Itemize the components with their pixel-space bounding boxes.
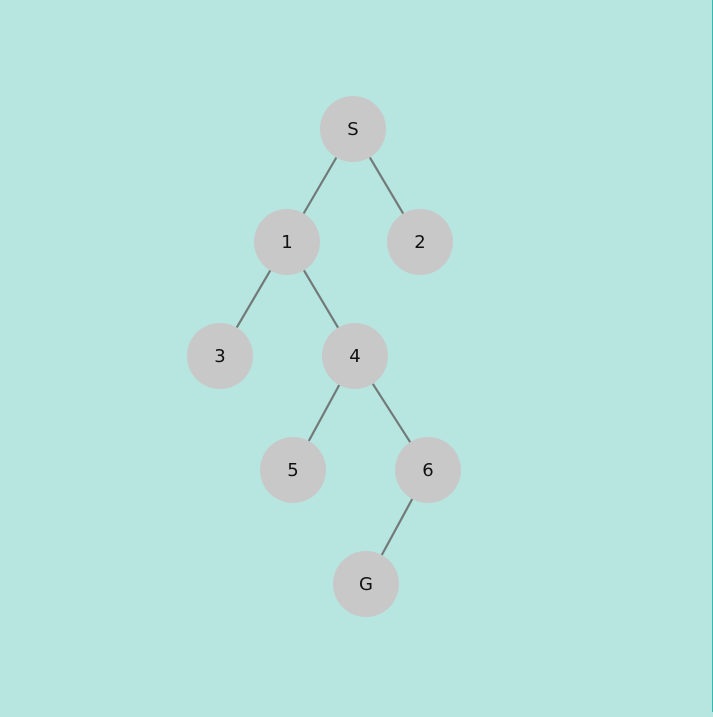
edge-1-3: [235, 269, 272, 329]
node-5: 5: [260, 437, 326, 503]
node-S: S: [320, 96, 386, 162]
node-label-1: 1: [281, 232, 292, 253]
node-label-4: 4: [349, 346, 360, 367]
node-1: 1: [254, 209, 320, 275]
node-4: 4: [322, 323, 388, 389]
node-circle-1: [254, 209, 320, 275]
edges-layer: [235, 156, 414, 556]
nodes-layer: S 1 2 3 4 5 6G: [187, 96, 461, 617]
node-label-S: S: [347, 119, 358, 140]
node-6: 6: [395, 437, 461, 503]
node-circle-3: [187, 323, 253, 389]
edge-4-5: [307, 384, 341, 442]
edge-4-6: [371, 383, 412, 443]
node-circle-2: [387, 209, 453, 275]
edge-1-4: [302, 269, 340, 329]
edge-6-G: [380, 498, 414, 556]
node-label-G: G: [359, 574, 373, 595]
node-G: G: [333, 551, 399, 617]
edge-S-2: [368, 156, 405, 215]
node-label-6: 6: [422, 460, 433, 481]
node-circle-S: [320, 96, 386, 162]
node-3: 3: [187, 323, 253, 389]
edge-S-1: [302, 156, 338, 215]
node-circle-5: [260, 437, 326, 503]
node-label-3: 3: [214, 346, 225, 367]
node-circle-G: [333, 551, 399, 617]
node-label-5: 5: [287, 460, 298, 481]
node-circle-4: [322, 323, 388, 389]
node-2: 2: [387, 209, 453, 275]
node-label-2: 2: [414, 232, 425, 253]
node-circle-6: [395, 437, 461, 503]
